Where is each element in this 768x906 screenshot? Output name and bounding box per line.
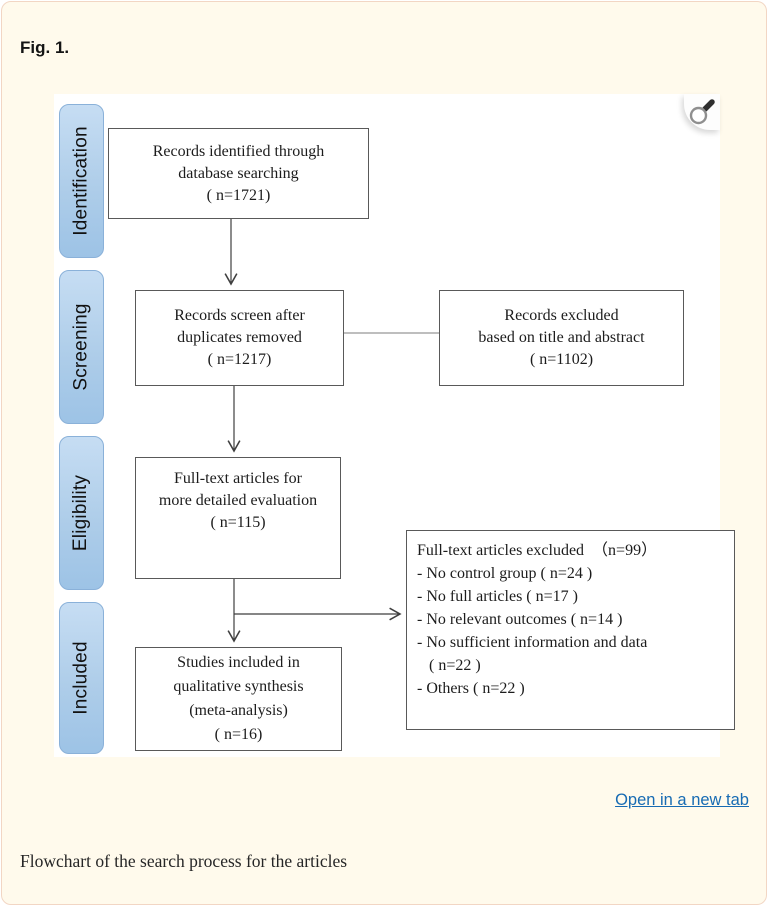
box-studies-included: Studies included in qualitative synthesi… xyxy=(135,647,342,751)
open-in-new-tab-link[interactable]: Open in a new tab xyxy=(615,791,749,809)
box-line: Records screen after xyxy=(174,307,305,324)
box-line: Full-text articles for xyxy=(174,470,302,487)
box-line: Studies included in xyxy=(177,654,300,671)
stage-label: Included xyxy=(70,641,92,715)
stage-label: Eligibility xyxy=(70,474,92,552)
box-line: Records excluded xyxy=(504,307,619,324)
box-line: qualitative synthesis xyxy=(173,678,304,695)
box-records-screened: Records screen after duplicates removed … xyxy=(135,290,344,386)
box-line: ( n=16) xyxy=(214,726,263,743)
box-records-excluded: Records excluded based on title and abst… xyxy=(439,290,684,386)
box-line: - Others ( n=22 ) xyxy=(417,680,525,697)
box-line: database searching xyxy=(178,164,299,182)
stage-identification: Identification xyxy=(59,104,104,258)
box-line: ( n=1721) xyxy=(206,186,271,204)
box-records-identified: Records identified through database sear… xyxy=(108,128,369,219)
magnifier-icon xyxy=(689,99,715,125)
box-line: - No full articles ( n=17 ) xyxy=(417,588,578,605)
box-line: (meta-analysis) xyxy=(189,702,288,719)
box-line: based on title and abstract xyxy=(478,329,645,346)
box-line: ( n=1217) xyxy=(207,351,272,368)
box-line: - No control group ( n=24 ) xyxy=(417,565,593,582)
stage-eligibility: Eligibility xyxy=(59,436,104,590)
zoom-figure-button[interactable] xyxy=(684,94,720,130)
stage-included: Included xyxy=(59,602,104,754)
box-line: - No sufficient information and data xyxy=(417,634,648,651)
box-fulltext-evaluated: Full-text articles for more detailed eva… xyxy=(135,457,341,579)
box-line: Full-text articles excluded （n=99） xyxy=(417,542,658,559)
figure-label: Fig. 1. xyxy=(20,38,70,57)
stage-label: Screening xyxy=(70,303,92,391)
box-line: ( n=115) xyxy=(210,514,266,531)
box-line: ( n=22 ) xyxy=(417,657,481,674)
box-line: Records identified through xyxy=(152,142,325,160)
stage-screening: Screening xyxy=(59,270,104,424)
box-line: more detailed evaluation xyxy=(158,492,318,509)
box-line: ( n=1102) xyxy=(529,351,594,368)
prisma-flowchart-figure[interactable]: Identification Screening Eligibility Inc… xyxy=(54,94,735,757)
figure-caption: Flowchart of the search process for the … xyxy=(20,851,348,871)
box-line: duplicates removed xyxy=(177,329,302,346)
box-fulltext-excluded: Full-text articles excluded （n=99） - No … xyxy=(406,530,735,730)
stage-label: Identification xyxy=(70,126,92,236)
box-line: - No relevant outcomes ( n=14 ) xyxy=(417,611,623,628)
